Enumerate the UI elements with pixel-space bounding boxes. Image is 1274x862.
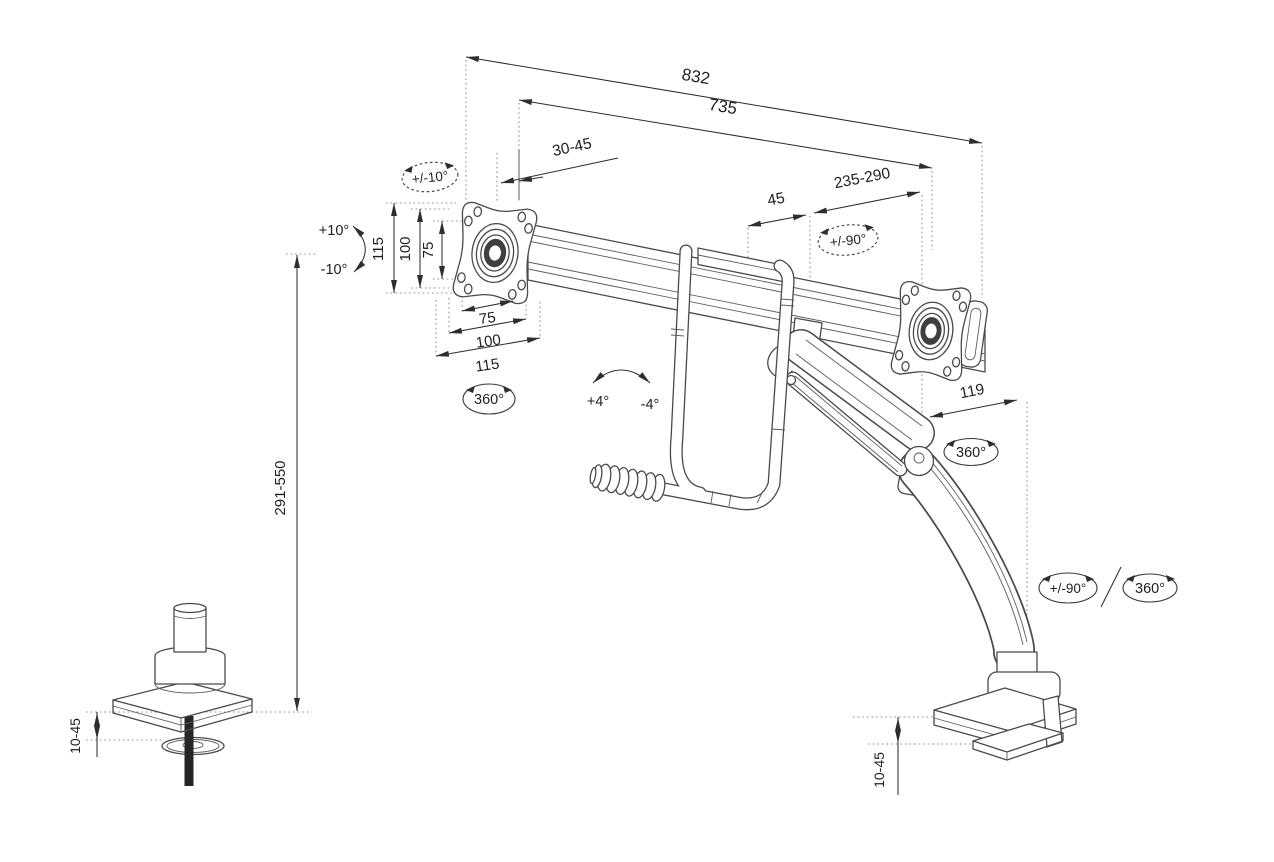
grommet-bolt (184, 716, 194, 786)
dim-vesa-v-outer-label: 115 (370, 237, 387, 261)
dim-rail-end-gap-label: 30-45 (551, 135, 593, 160)
handle-bar (589, 244, 795, 511)
dim-vesa-vertical: 115 100 75 (370, 203, 445, 293)
grip-coil (589, 463, 666, 502)
dim-crossbar-width-label: 735 (707, 95, 738, 118)
badge-base-swivel: +/-90° (1038, 572, 1098, 604)
vesa-screw-holes (456, 205, 534, 300)
badge-elbow-rotation: 360° (943, 437, 999, 467)
badge-vesa-rotation-label: 360° (474, 392, 504, 408)
vesa-plate-right (890, 281, 971, 382)
clamp-jaw (972, 695, 1064, 761)
tilt-down-label: -10° (321, 262, 348, 278)
dim-slide-fixed: 45 (747, 190, 807, 227)
badge-vesa-tilt-range-label: +/-10° (411, 168, 449, 187)
dim-height-range-label: 291-550 (272, 460, 289, 515)
dim-crossbar-width: 735 (518, 95, 933, 169)
badge-vesa-tilt-range: +/-10° (401, 161, 459, 193)
crossbar-tilt-up-label: +4° (587, 394, 609, 410)
badge-elbow-rotation-label: 360° (956, 445, 986, 461)
badge-base-rotation-label: 360° (1135, 581, 1165, 597)
grommet-mount (112, 602, 253, 786)
vesa-screw-holes (894, 285, 968, 378)
angle-badges: +/-10° 360° +/-90° 360° +/-90° 360° (401, 161, 1178, 608)
dim-arm-offset: 119 (929, 381, 1018, 418)
badge-arm-swivel-label: +/-90° (829, 231, 867, 250)
dim-vesa-h-outer-label: 115 (474, 355, 500, 375)
dim-clamp-thickness-label: 10-45 (871, 752, 887, 788)
dim-vesa-v-mid-label: 100 (397, 236, 414, 261)
dim-slide-range-label: 235-290 (833, 165, 892, 193)
dim-slide-fixed-label: 45 (766, 190, 786, 210)
dim-grommet-thickness-label: 10-45 (67, 718, 83, 754)
badge-arm-swivel: +/-90° (817, 224, 879, 256)
tilt-arc-crossbar: +4° -4° (587, 369, 660, 413)
tilt-arc-vesa: +10° -10° (319, 223, 366, 278)
badge-base-rotation: 360° (1122, 573, 1178, 603)
tilt-up-label: +10° (319, 223, 349, 239)
elbow-joint (903, 445, 935, 477)
pole-stub (173, 607, 207, 653)
gas-spring-arm (767, 317, 1036, 673)
dim-vesa-horizontal: 75 100 115 (435, 300, 541, 376)
dim-arm-offset-label: 119 (958, 381, 986, 402)
dim-vesa-v-inner-label: 75 (420, 242, 437, 259)
dim-grommet-thickness: 10-45 (67, 712, 100, 757)
badge-base-swivel-label: +/-90° (1050, 581, 1087, 596)
vesa-plate-left (452, 201, 538, 304)
dim-total-width-label: 832 (680, 65, 711, 88)
dim-height-range: 291-550 (272, 255, 300, 711)
dim-clamp-thickness: 10-45 (871, 717, 901, 795)
badge-separator-slash (1100, 566, 1122, 608)
dim-slide-range: 235-290 (813, 165, 921, 214)
crossbar-tilt-down-label: -4° (641, 397, 660, 413)
badge-vesa-rotation: 360° (462, 383, 516, 415)
